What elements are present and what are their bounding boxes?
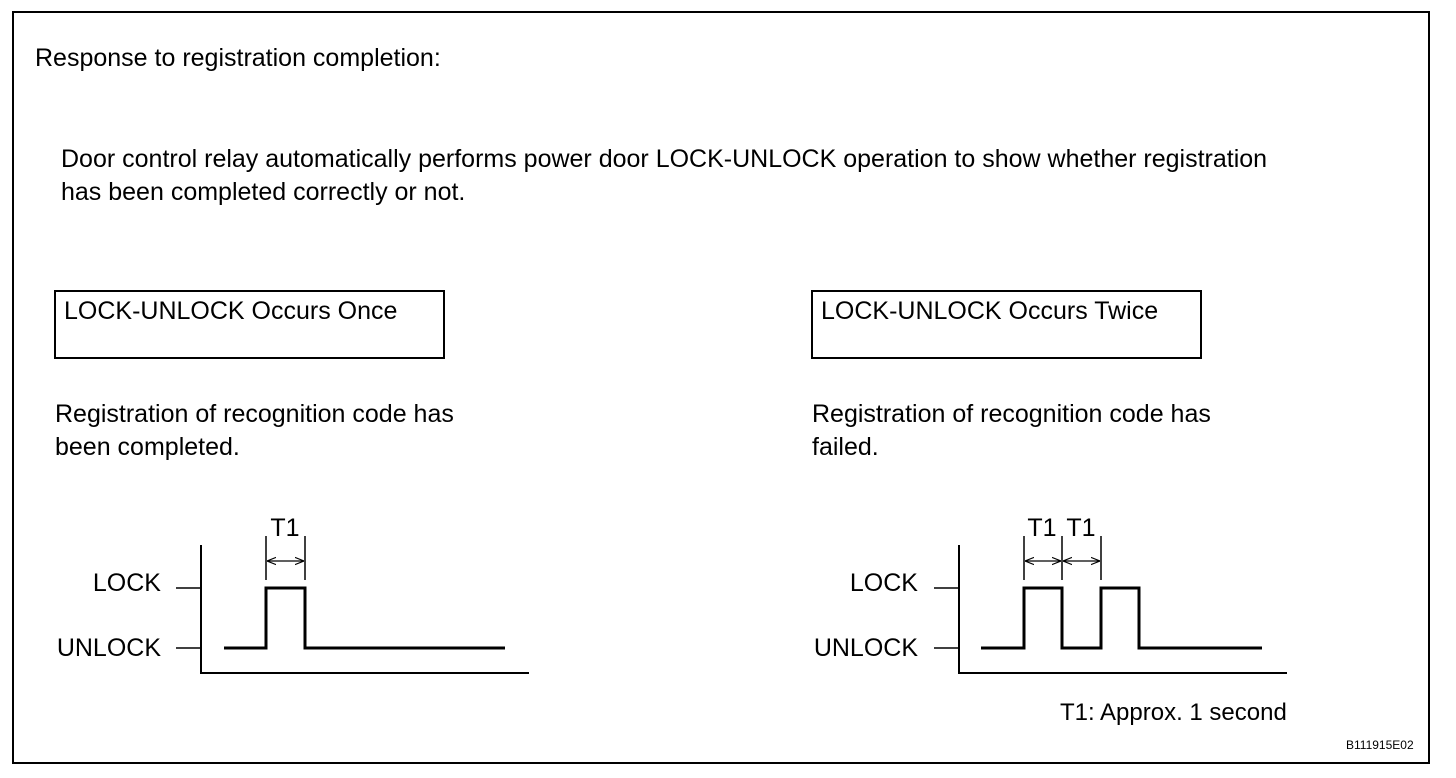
heading: Response to registration completion: — [35, 44, 441, 72]
twice-label-box: LOCK-UNLOCK Occurs Twice — [811, 290, 1202, 359]
once-t1-label: T1 — [270, 514, 299, 542]
diagram-frame — [12, 11, 1430, 764]
once-result-line-2: been completed. — [55, 433, 240, 461]
twice-unlock-label: UNLOCK — [814, 634, 919, 662]
once-timing-chart: LOCK UNLOCK T1 — [57, 514, 529, 674]
t1-note: T1: Approx. 1 second — [1060, 699, 1287, 726]
twice-lock-label: LOCK — [850, 569, 918, 597]
once-lock-label: LOCK — [93, 569, 161, 597]
once-unlock-label: UNLOCK — [57, 634, 162, 662]
figure-code: B111915E02 — [1346, 738, 1414, 752]
twice-result-line-2: failed. — [812, 433, 879, 461]
description-line-2: has been completed correctly or not. — [61, 178, 466, 206]
once-result-line-1: Registration of recognition code has — [55, 400, 454, 428]
twice-t1-label-2: T1 — [1066, 514, 1095, 542]
twice-signal-waveform — [981, 586, 1262, 650]
twice-t1-label-1: T1 — [1027, 514, 1056, 542]
description-line-1: Door control relay automatically perform… — [61, 145, 1268, 173]
twice-result-line-1: Registration of recognition code has — [812, 400, 1211, 428]
once-label-box: LOCK-UNLOCK Occurs Once — [54, 290, 445, 359]
twice-timing-chart: LOCK UNLOCK T1 T1 — [814, 514, 1287, 674]
once-signal-waveform — [224, 586, 505, 650]
once-box-label: LOCK-UNLOCK Occurs Once — [64, 297, 398, 325]
twice-box-label: LOCK-UNLOCK Occurs Twice — [821, 297, 1159, 325]
